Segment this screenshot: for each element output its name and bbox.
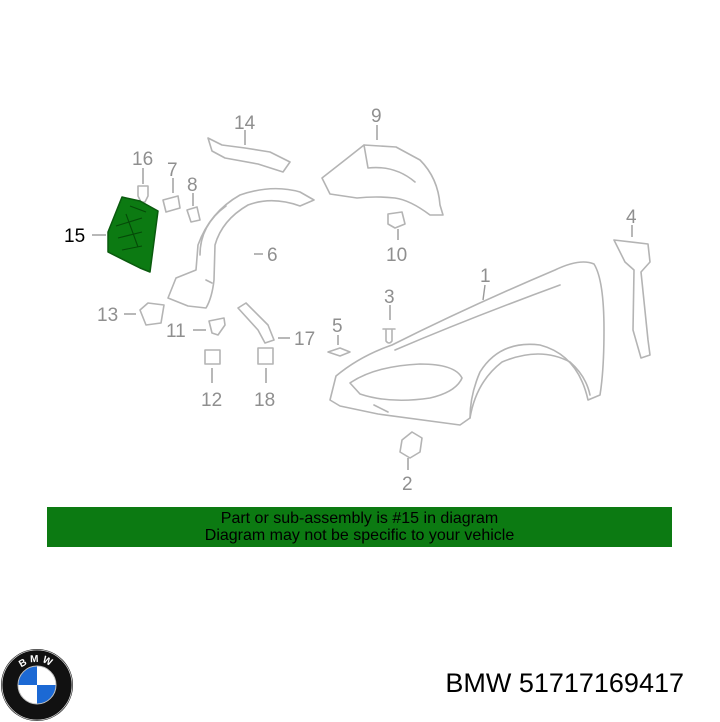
banner-line-2: Diagram may not be specific to your vehi… — [204, 527, 515, 544]
part-1-fender — [329, 261, 605, 426]
svg-text:BMW: BMW — [17, 654, 56, 670]
part-8-nut — [186, 206, 201, 223]
callout-15: 15 — [64, 226, 85, 247]
callout-12: 12 — [201, 390, 222, 411]
part-number: 51717169417 — [518, 668, 684, 698]
callout-18: 18 — [254, 390, 275, 411]
part-9-wheelhouse — [321, 144, 444, 216]
callout-3: 3 — [384, 287, 395, 308]
part-7-bolt — [162, 195, 181, 213]
callout-4: 4 — [626, 207, 637, 228]
part-6-wheel-liner — [167, 187, 315, 309]
banner-line-1: Part or sub-assembly is #15 in diagram — [220, 510, 499, 527]
part-11-clip — [208, 317, 226, 336]
part-15-air-duct — [107, 196, 159, 273]
callout-8: 8 — [187, 175, 198, 196]
part-2-bracket — [399, 431, 423, 459]
callout-6: 6 — [267, 245, 278, 266]
callout-5: 5 — [332, 316, 343, 337]
callout-11: 11 — [166, 321, 186, 342]
part-14-bracket — [207, 137, 291, 173]
leader-1 — [482, 284, 486, 301]
part-4-strip — [613, 239, 651, 359]
brand-name: BMW — [445, 668, 512, 698]
part-code: BMW 51717169417 — [445, 668, 684, 699]
callout-16: 16 — [132, 149, 153, 170]
part-16-clip — [137, 185, 149, 203]
part-17-bracket — [237, 302, 275, 344]
part-3-clip — [382, 328, 396, 344]
parts-diagram: 1 2 3 4 5 6 7 8 9 10 11 12 13 14 15 16 1… — [64, 106, 651, 495]
bmw-logo: BMW — [1, 649, 73, 721]
info-banner: Part or sub-assembly is #15 in diagram D… — [47, 507, 672, 547]
part-13-bracket — [139, 302, 165, 326]
part-12-bolt — [204, 349, 221, 365]
part-18-bolt — [257, 347, 274, 365]
callout-2: 2 — [402, 474, 413, 495]
callout-10: 10 — [386, 245, 407, 266]
callout-13: 13 — [97, 305, 118, 326]
callout-7: 7 — [167, 160, 178, 181]
part-5-cap — [327, 347, 351, 357]
callout-1: 1 — [480, 266, 491, 287]
callout-9: 9 — [371, 106, 382, 127]
callout-14: 14 — [234, 113, 256, 134]
callout-17: 17 — [294, 329, 315, 350]
part-10-screw — [387, 211, 406, 229]
